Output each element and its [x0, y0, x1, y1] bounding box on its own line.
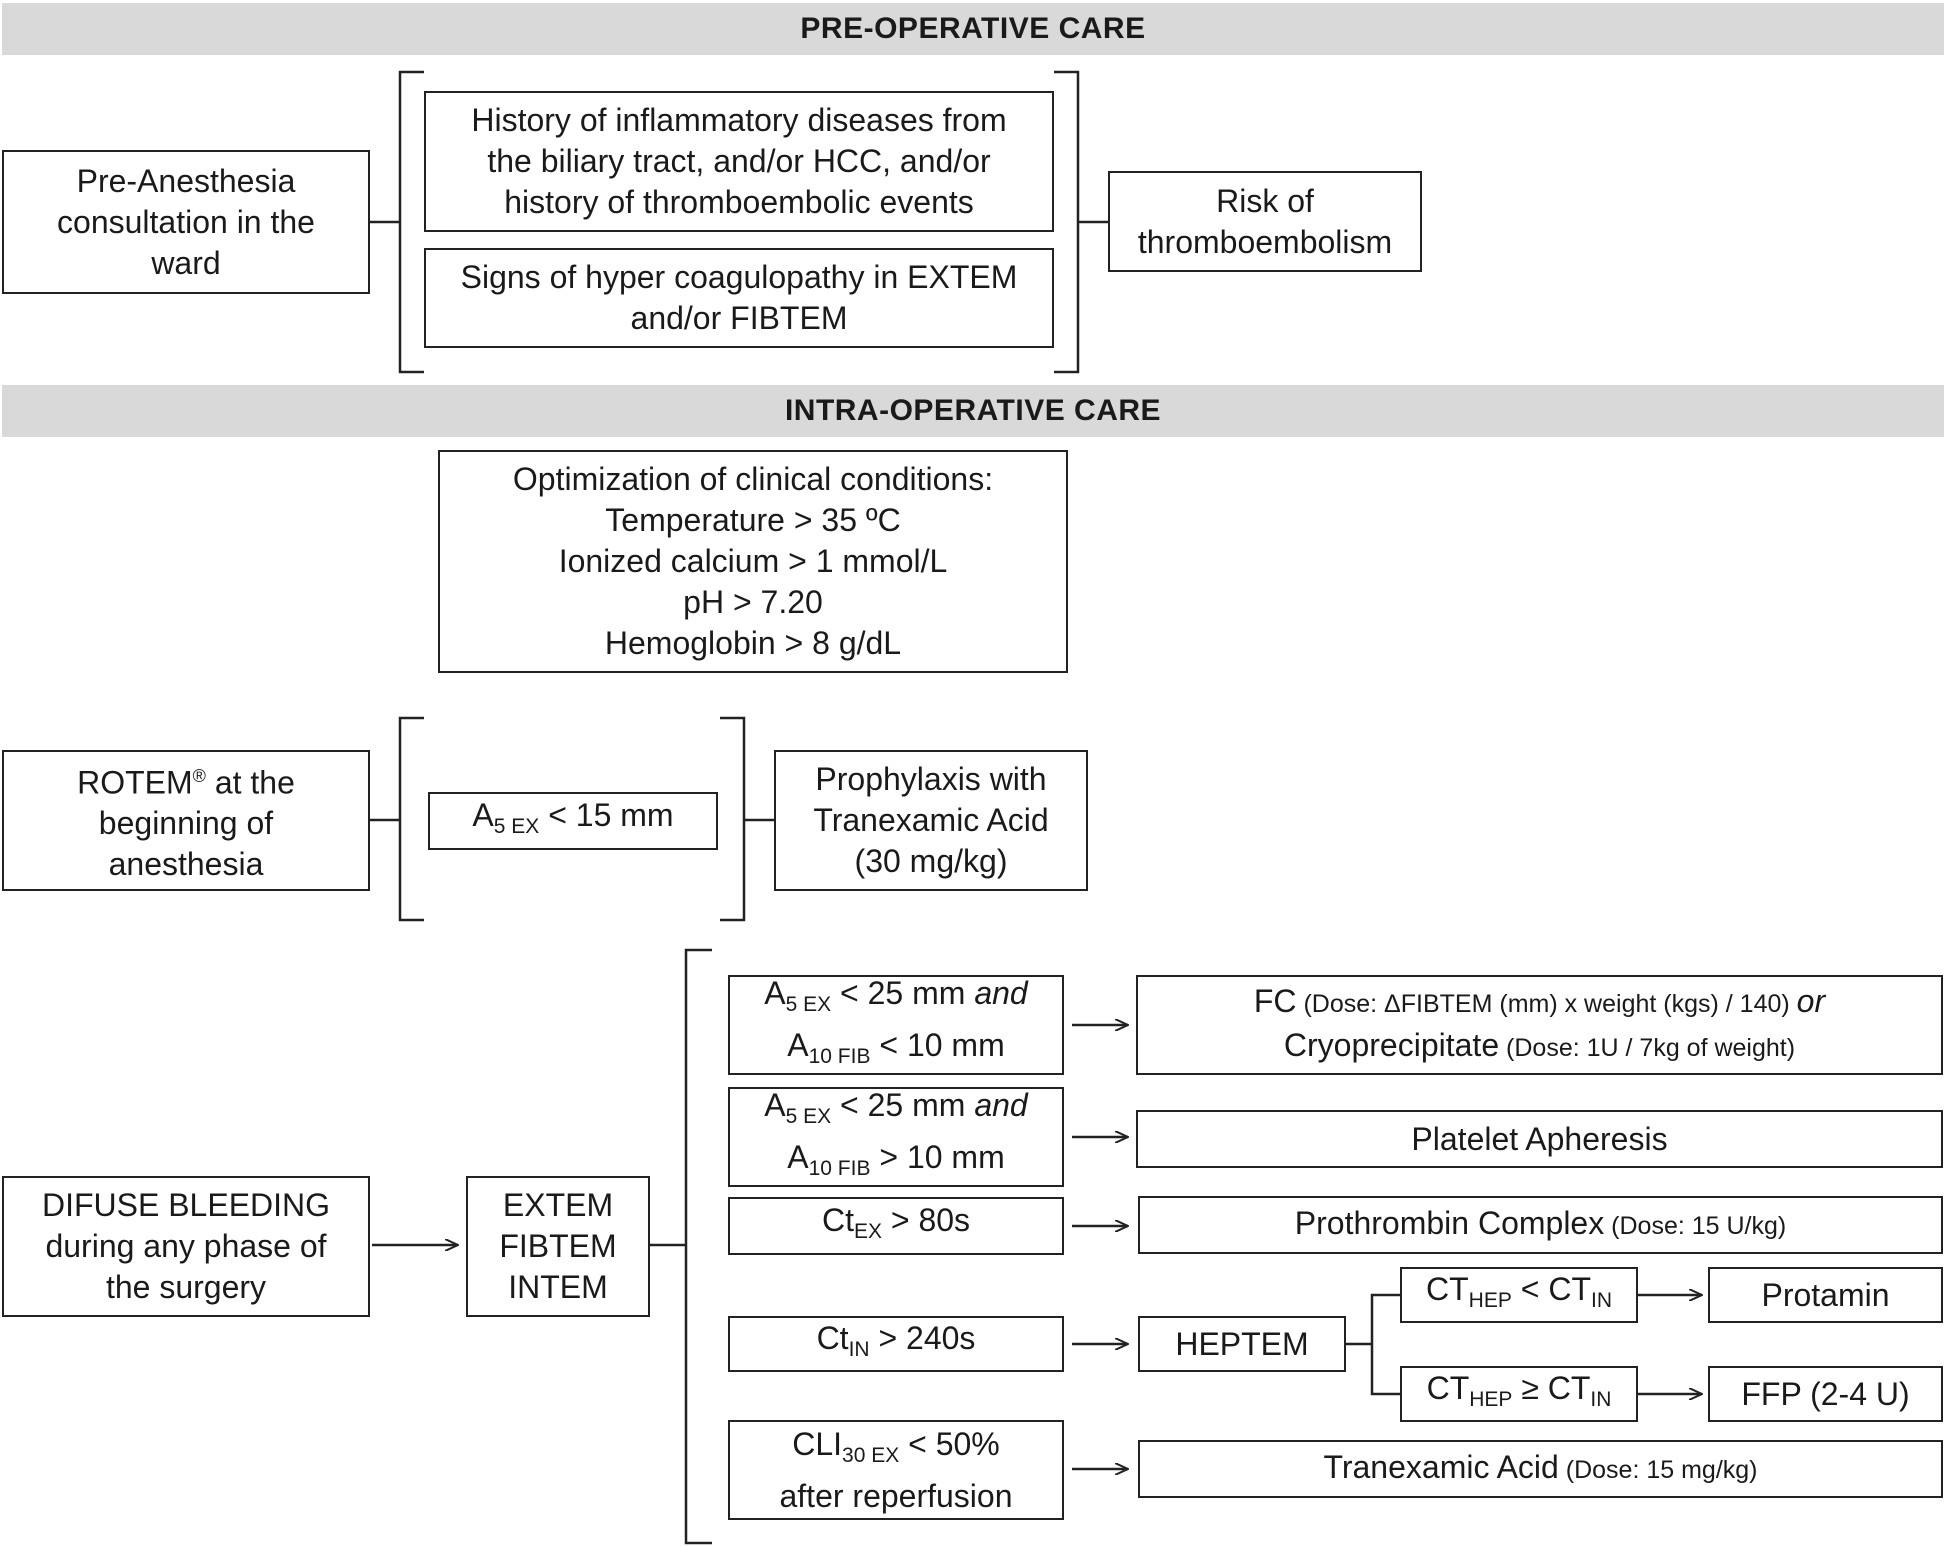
ffp-box: FFP (2-4 U): [1708, 1366, 1943, 1422]
hypercoagulopathy-signs-box: Signs of hyper coagulopathy in EXTEM and…: [424, 248, 1054, 348]
heptem-fork: [1370, 1293, 1400, 1396]
condition-ct-ex-box: CtEX > 80s: [728, 1197, 1064, 1255]
optimization-box: Optimization of clinical conditions: Tem…: [438, 450, 1068, 673]
conditions-bracket: [684, 948, 712, 1545]
platelet-apheresis-box: Platelet Apheresis: [1136, 1110, 1943, 1168]
condition-fibrinogen-box: A5 EX < 25 mm and A10 FIB < 10 mm: [728, 975, 1064, 1075]
tests-box: EXTEM FIBTEM INTEM: [466, 1176, 650, 1317]
heptem-box: HEPTEM: [1138, 1316, 1346, 1372]
condition-cli-box: CLI30 EX < 50% after reperfusion: [728, 1420, 1064, 1520]
prothrombin-complex-box: Prothrombin Complex (Dose: 15 U/kg): [1138, 1196, 1943, 1254]
protamin-box: Protamin: [1708, 1267, 1943, 1323]
rotem-right-bracket: [720, 716, 746, 922]
rotem-beginning-box: ROTEM® at the beginning of anesthesia: [2, 750, 370, 891]
a5-threshold-box: A5 EX < 15 mm: [428, 792, 718, 850]
tranexamic-prophylaxis-box: Prophylaxis with Tranexamic Acid (30 mg/…: [774, 750, 1088, 891]
condition-platelet-box: A5 EX < 25 mm and A10 FIB > 10 mm: [728, 1087, 1064, 1187]
heptem-lower-condition-box: CTHEP < CTIN: [1400, 1267, 1638, 1323]
pre-anesthesia-consultation-box: Pre-Anesthesia consultation in the ward: [2, 150, 370, 294]
history-box: History of inflammatory diseases from th…: [424, 91, 1054, 232]
pre-right-bracket: [1054, 70, 1080, 374]
risk-thromboembolism-box: Risk of thromboembolism: [1108, 171, 1422, 272]
tranexamic-acid-box: Tranexamic Acid (Dose: 15 mg/kg): [1138, 1440, 1943, 1498]
intra-operative-header: INTRA-OPERATIVE CARE: [2, 385, 1944, 437]
rotem-left-bracket: [398, 716, 424, 922]
heptem-higher-condition-box: CTHEP ≥ CTIN: [1400, 1366, 1638, 1422]
pre-left-bracket: [398, 70, 424, 374]
diffuse-bleeding-box: DIFUSE BLEEDING during any phase of the …: [2, 1176, 370, 1317]
condition-ct-in-box: CtIN > 240s: [728, 1316, 1064, 1372]
fc-cryoprecipitate-box: FC (Dose: ΔFIBTEM (mm) x weight (kgs) / …: [1136, 975, 1943, 1075]
pre-operative-header: PRE-OPERATIVE CARE: [2, 3, 1944, 55]
